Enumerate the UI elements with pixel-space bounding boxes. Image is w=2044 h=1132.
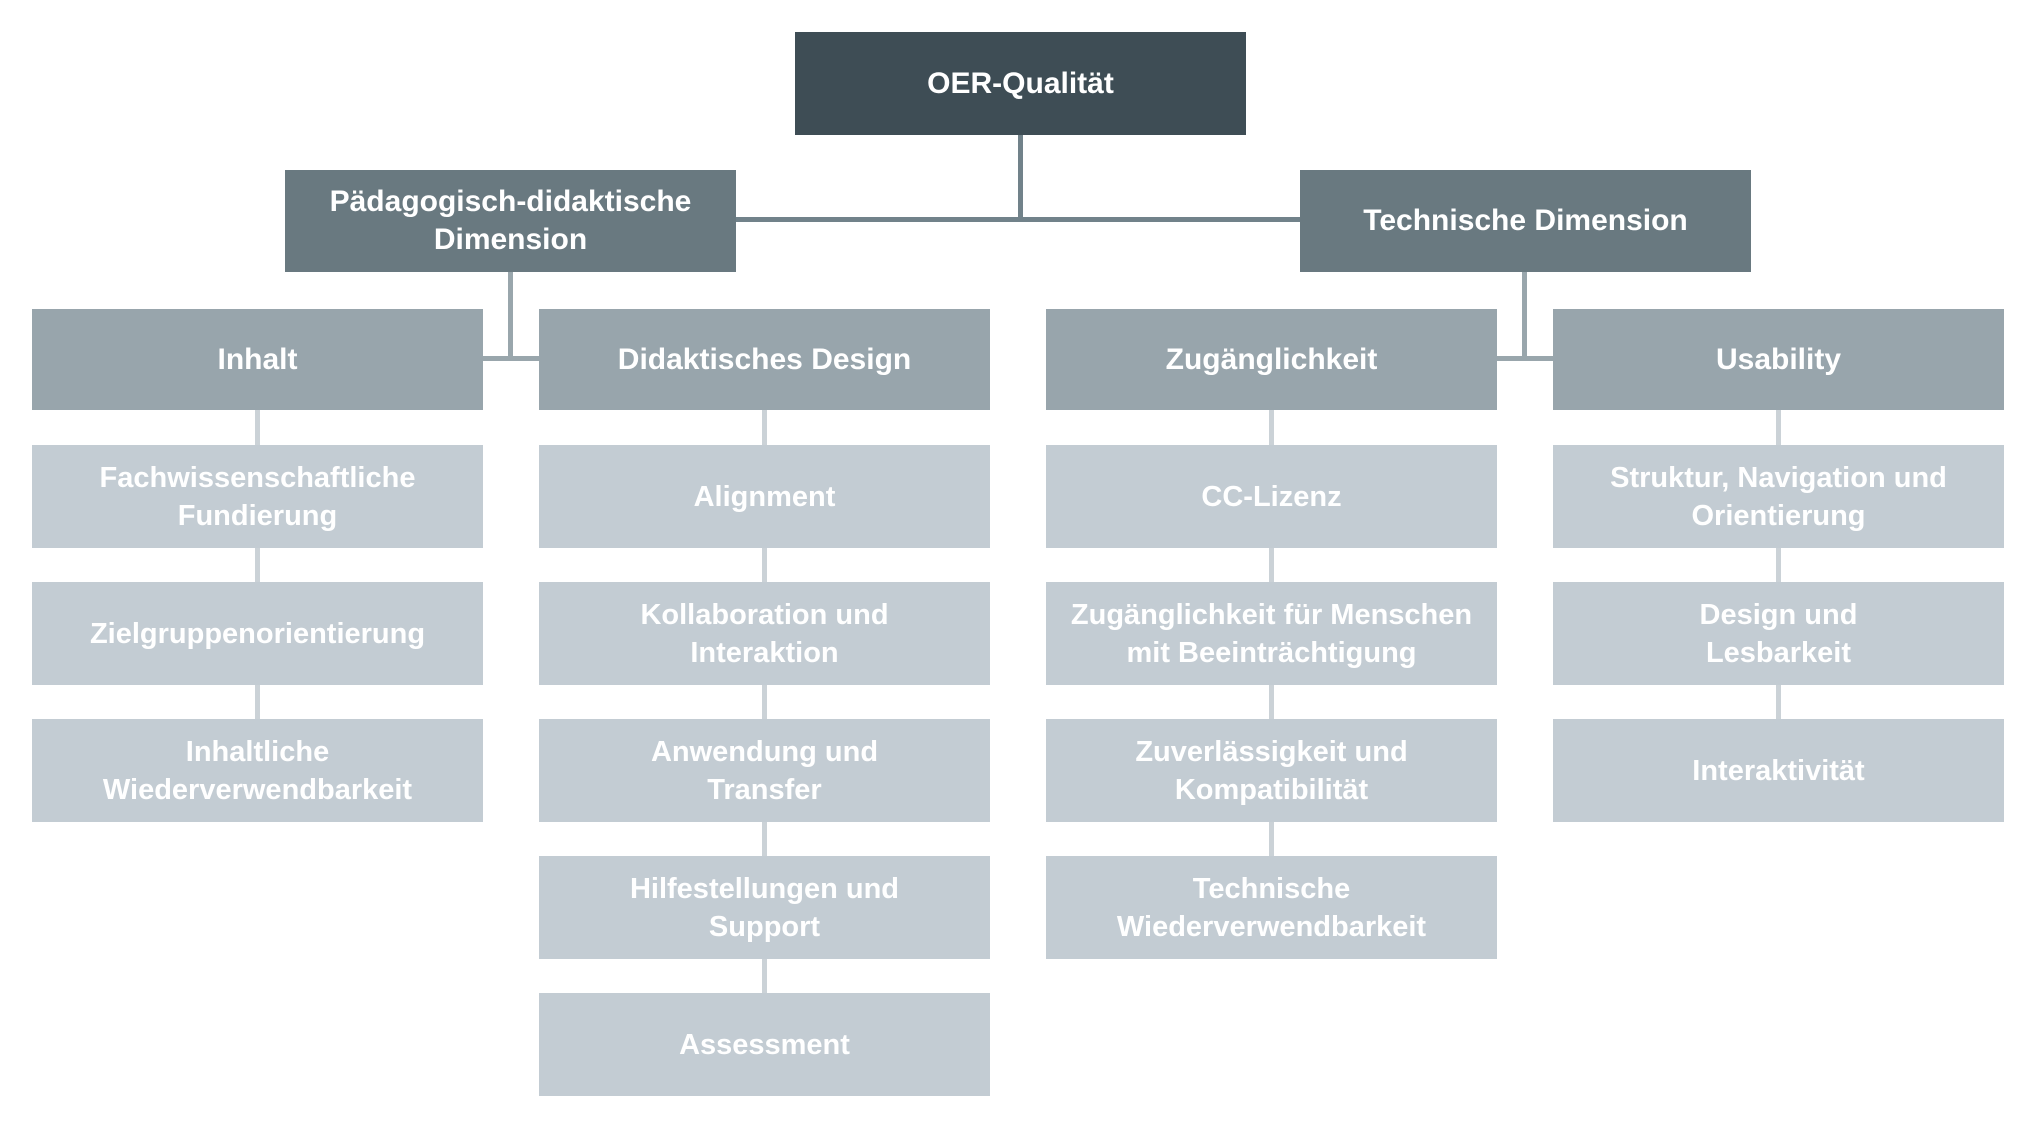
node-zielgruppenorientierung: Zielgruppenorientierung [32,582,483,685]
connector-col4-seg1 [1776,410,1781,446]
node-zuverlaessigkeit-und-kompatibilitaet: Zuverlässigkeit und Kompatibilität [1046,719,1497,822]
connector-col1-seg3 [255,684,260,720]
connector-technische-drop [1522,272,1527,361]
node-interaktivitaet: Interaktivität [1553,719,2004,822]
node-hilfestellungen-und-support: Hilfestellungen und Support [539,856,990,959]
node-oer-qualitaet: OER-Qualität [795,32,1246,135]
connector-col3-seg1 [1269,410,1274,446]
connector-inhalt-didaktisches [483,356,539,361]
node-usability: Usability [1553,309,2004,410]
connector-col4-seg3 [1776,684,1781,720]
node-inhaltliche-wiederverwendbarkeit: Inhaltliche Wiederverwendbarkeit [32,719,483,822]
connector-col2-seg2 [762,547,767,583]
connector-col2-seg3 [762,684,767,720]
node-kollaboration-und-interaktion: Kollaboration und Interaktion [539,582,990,685]
node-didaktisches-design: Didaktisches Design [539,309,990,410]
node-design-und-lesbarkeit: Design und Lesbarkeit [1553,582,2004,685]
node-cc-lizenz: CC-Lizenz [1046,445,1497,548]
connector-col2-seg4 [762,821,767,857]
connector-col1-seg1 [255,410,260,446]
node-zugaenglichkeit: Zugänglichkeit [1046,309,1497,410]
node-anwendung-und-transfer: Anwendung und Transfer [539,719,990,822]
connector-col3-seg4 [1269,821,1274,857]
node-technische-wiederverwendbarkeit: Technische Wiederverwendbarkeit [1046,856,1497,959]
node-paedagogisch-didaktische-dimension: Pädagogisch-didaktische Dimension [285,170,736,272]
node-struktur-navigation-orientierung: Struktur, Navigation und Orientierung [1553,445,2004,548]
connector-dimensions-horizontal [736,217,1301,222]
connector-root-drop [1018,135,1023,222]
connector-paedagogisch-drop [508,272,513,361]
node-assessment: Assessment [539,993,990,1096]
connector-col4-seg2 [1776,547,1781,583]
connector-col3-seg2 [1269,547,1274,583]
node-fachwissenschaftliche-fundierung: Fachwissenschaftliche Fundierung [32,445,483,548]
node-inhalt: Inhalt [32,309,483,410]
connector-col2-seg5 [762,958,767,994]
node-alignment: Alignment [539,445,990,548]
connector-col3-seg3 [1269,684,1274,720]
connector-zugaenglichkeit-usability [1497,356,1553,361]
node-zugaenglichkeit-fuer-menschen: Zugänglichkeit für Menschen mit Beeinträ… [1046,582,1497,685]
connector-col2-seg1 [762,410,767,446]
node-technische-dimension: Technische Dimension [1300,170,1751,272]
connector-col1-seg2 [255,547,260,583]
